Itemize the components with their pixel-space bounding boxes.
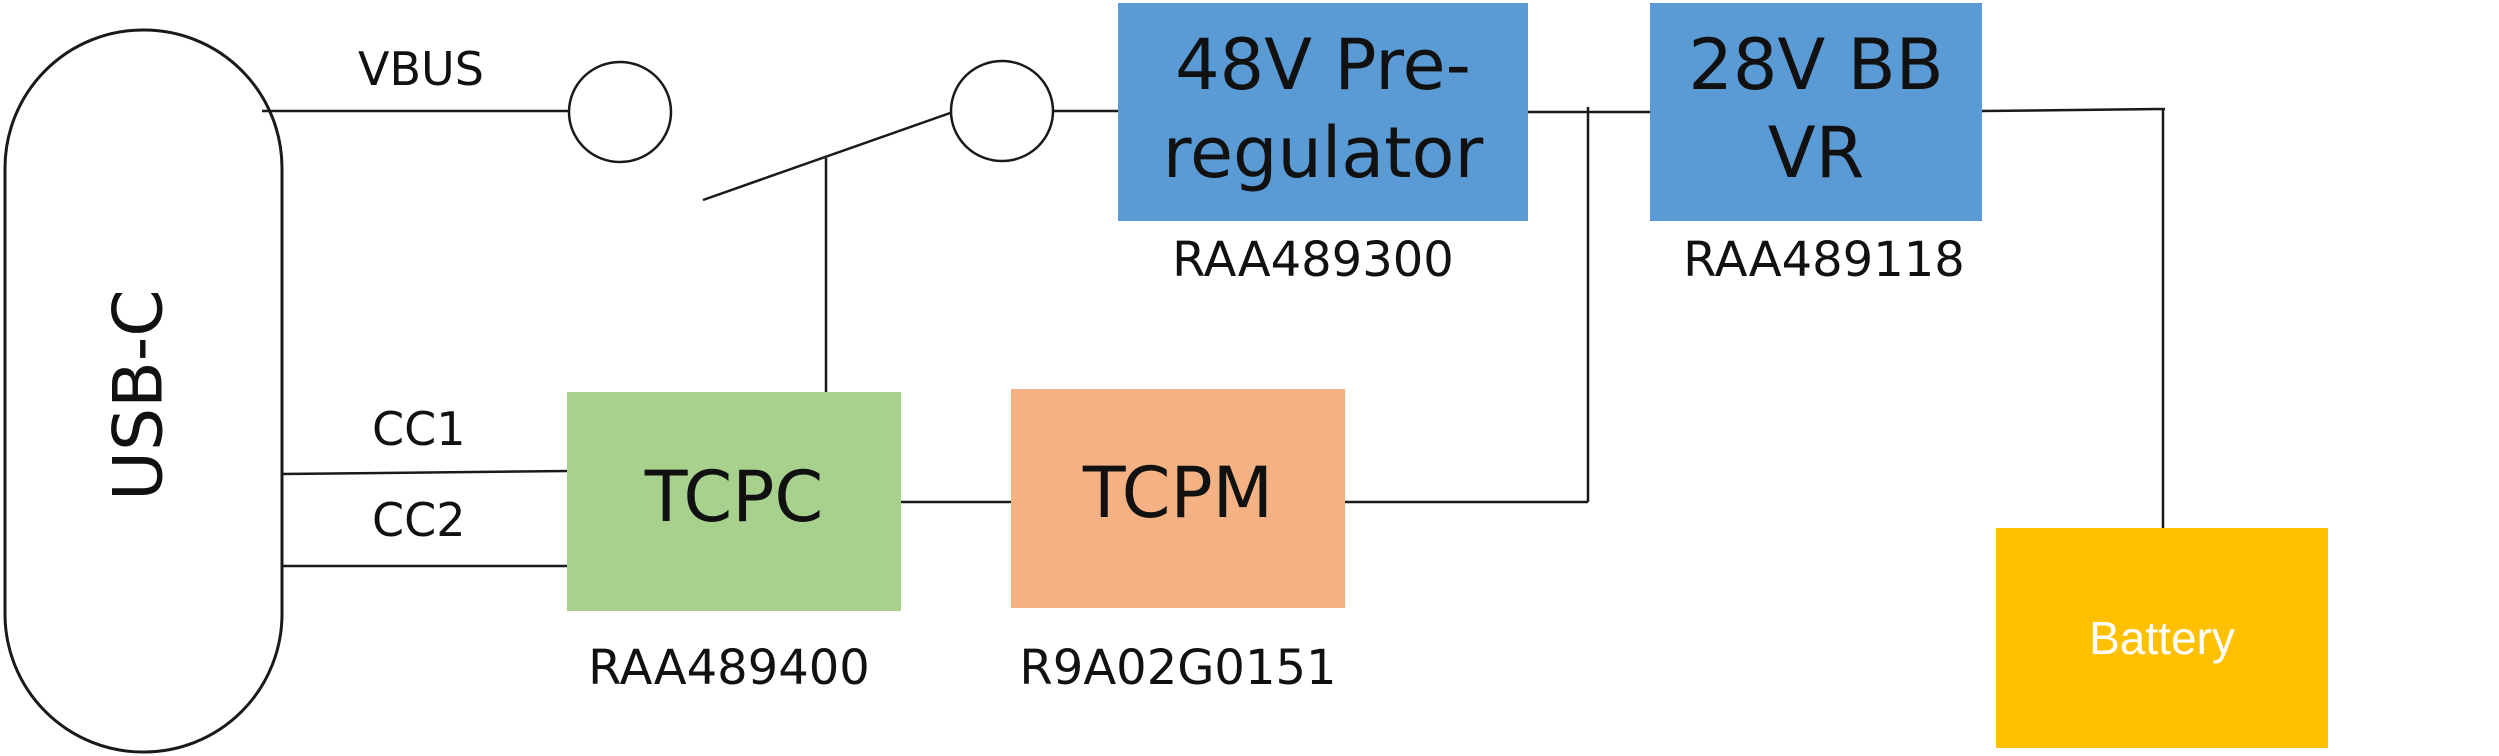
bbvr-to-battery-wire-horizontal: [1981, 107, 2166, 113]
battery-block: [1996, 528, 2328, 748]
cc1-label: CC1: [372, 402, 466, 456]
prereg-label-line2: regulator: [1163, 112, 1484, 194]
vbus-label: VBUS: [358, 42, 484, 96]
tcpm-block: [1011, 389, 1345, 608]
bbvr-part-number: RAA489118: [1683, 232, 1965, 288]
tcpm-label: TCPM: [1082, 452, 1273, 534]
tcpc-part-number: RAA489400: [588, 640, 870, 696]
cc1-wire: [281, 469, 568, 476]
bbvr-block: [1650, 3, 1982, 221]
prereg-part-number: RAA489300: [1172, 232, 1454, 288]
cc2-label: CC2: [372, 493, 466, 547]
vbus-switch-contact: [567, 60, 673, 164]
prereg-label-line1: 48V Pre-: [1175, 24, 1471, 106]
bbvr-label-line1: 28V BB: [1688, 24, 1943, 106]
prereg-block: [1118, 3, 1528, 221]
usb-c-label: USB-C: [100, 289, 179, 501]
tcpm-part-number: R9A02G0151: [1019, 640, 1336, 696]
bbvr-label-line2: VR: [1768, 112, 1865, 194]
tcpc-label: TCPC: [644, 456, 824, 538]
switch-output-contact: [949, 59, 1055, 163]
battery-label: Battery: [2089, 612, 2235, 664]
switch-arm: [702, 110, 954, 202]
tcpc-block: [567, 392, 901, 611]
usb-c-connector: [3, 28, 284, 754]
